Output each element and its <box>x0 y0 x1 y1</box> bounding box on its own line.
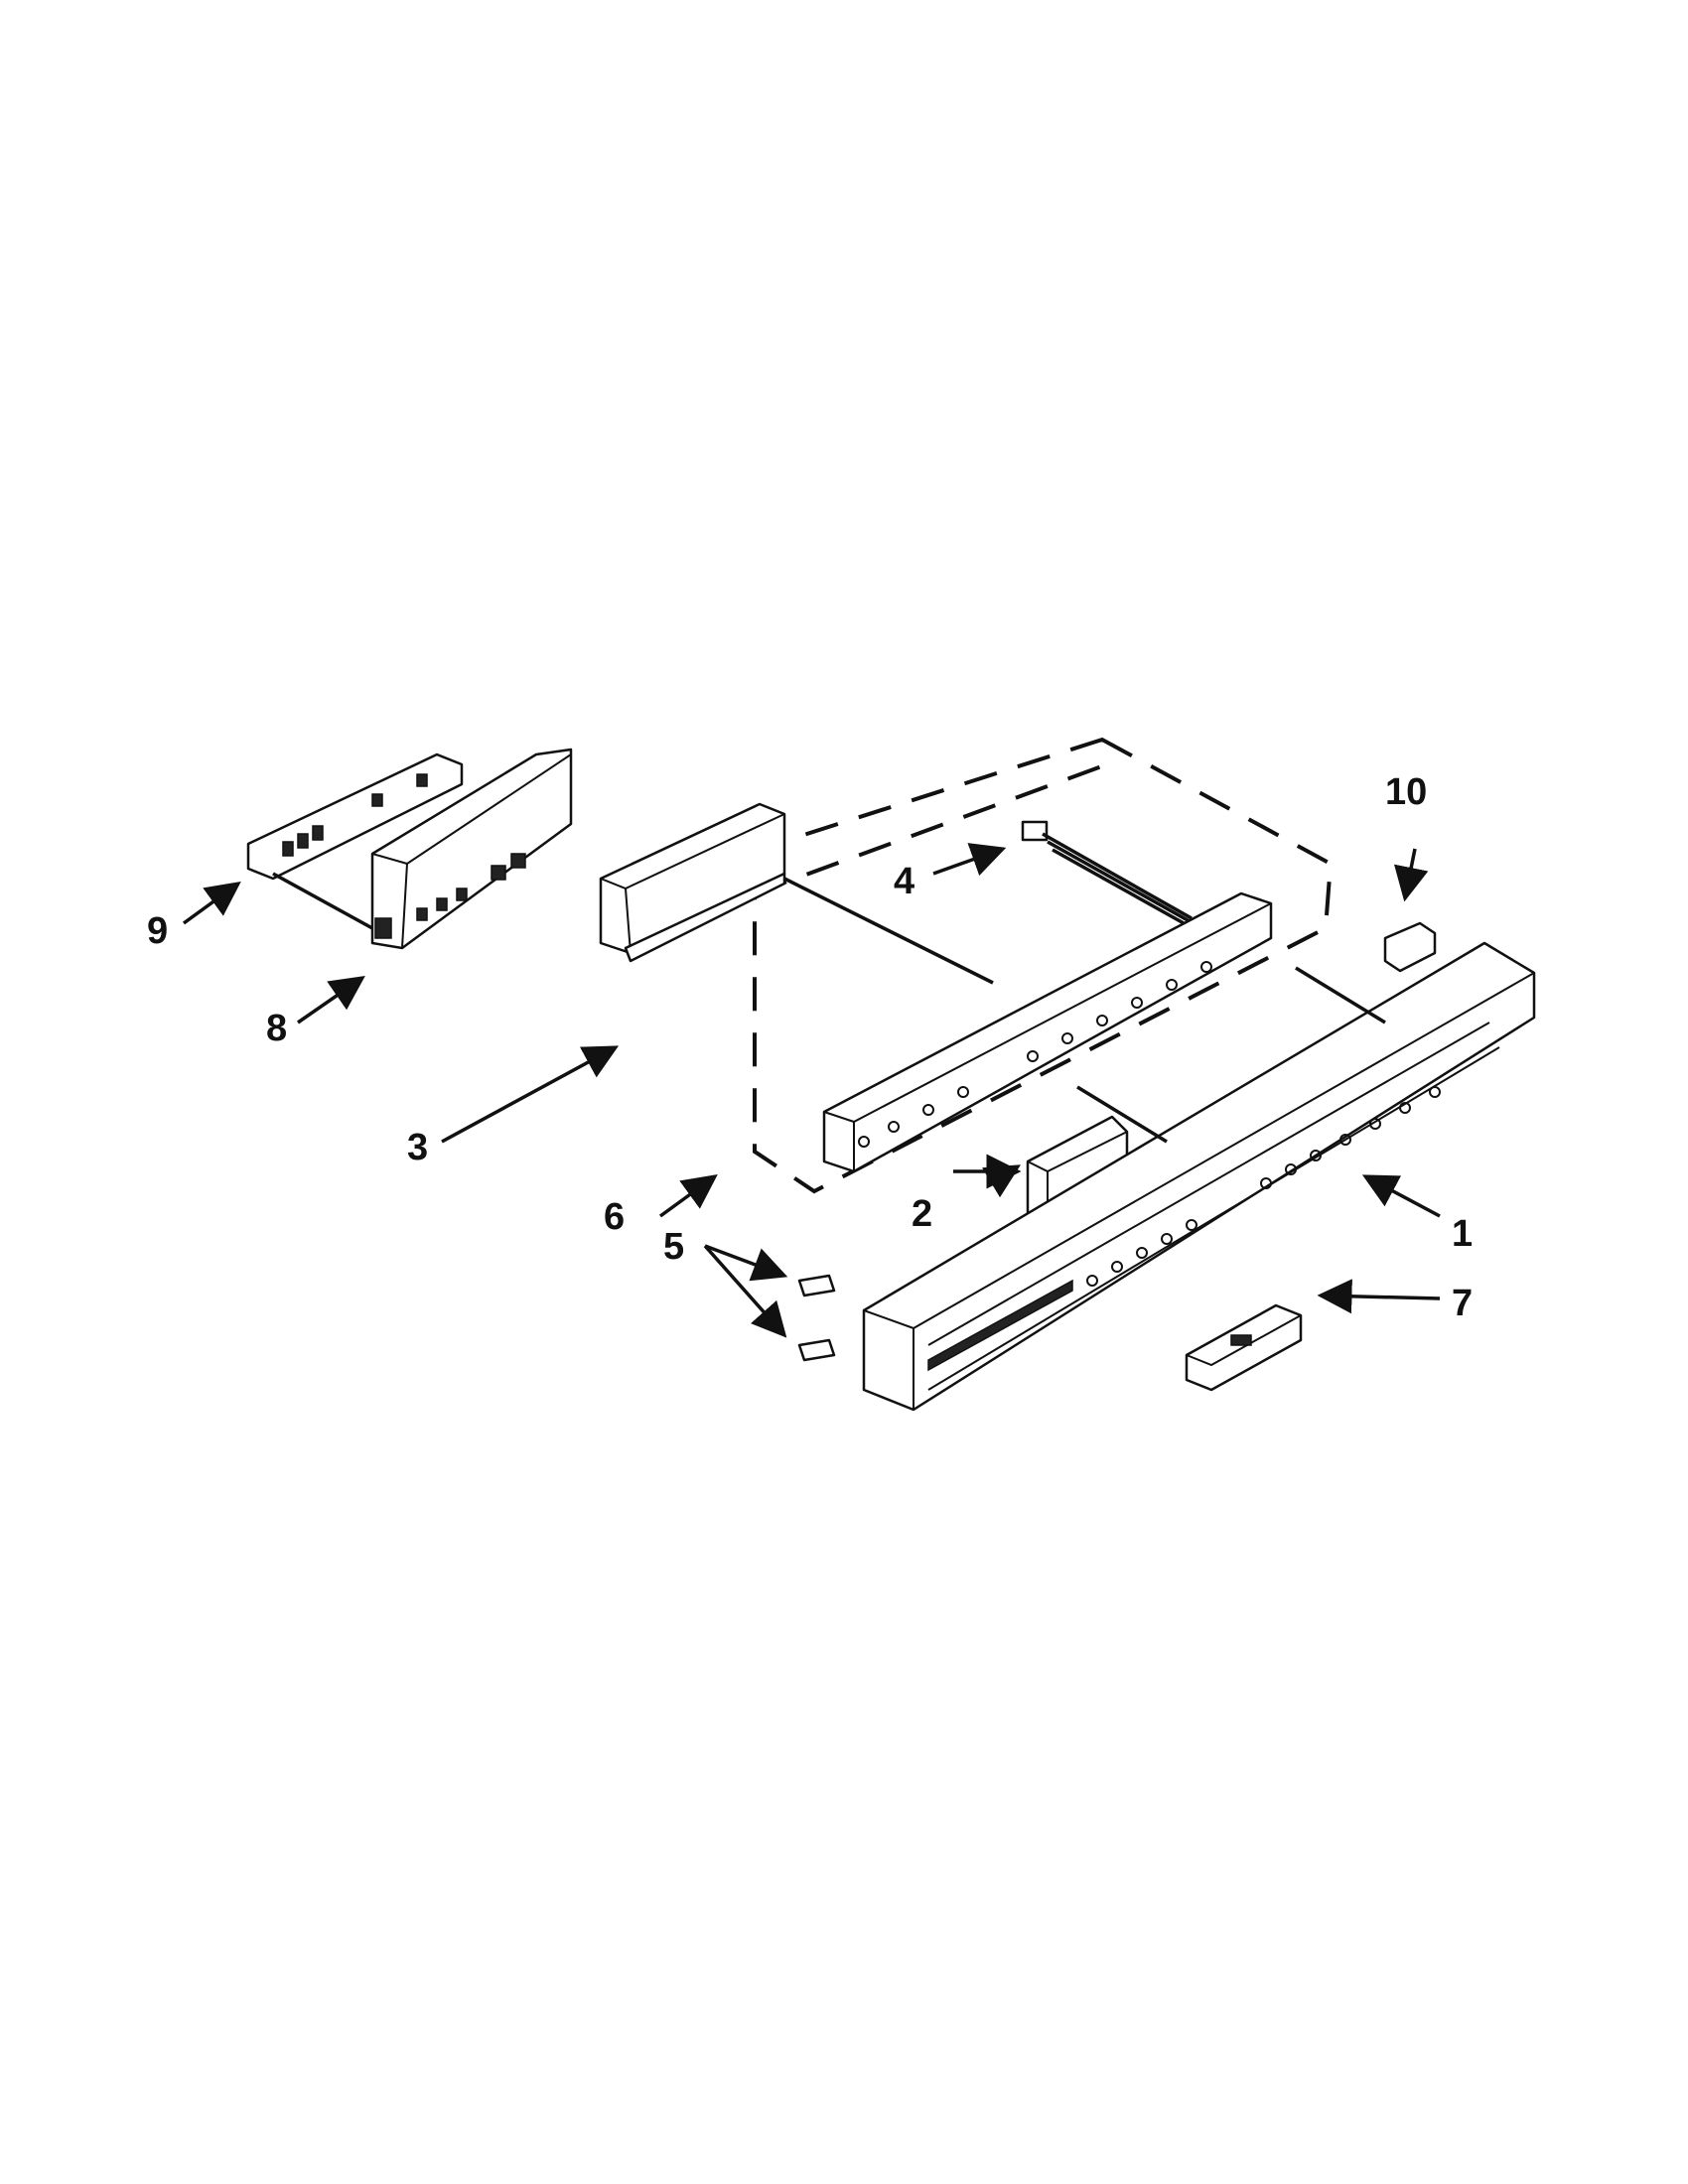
part-wire-harness <box>1021 820 1202 935</box>
part-control-board <box>370 748 573 950</box>
leader-lines <box>182 843 1441 1338</box>
part-terminal-bracket <box>246 752 464 881</box>
callout-3: 3 <box>407 1127 428 1168</box>
callout-4: 4 <box>894 861 914 902</box>
callout-8: 8 <box>266 1008 287 1049</box>
callout-2: 2 <box>912 1193 932 1235</box>
callout-5: 5 <box>663 1226 684 1268</box>
callout-6: 6 <box>604 1196 625 1238</box>
part-control-panel <box>862 941 1536 1412</box>
part-screws <box>797 1274 836 1362</box>
callout-10: 10 <box>1385 771 1427 813</box>
part-latch <box>1185 1303 1303 1392</box>
part-clip <box>1383 921 1437 973</box>
part-housing-bracket <box>599 802 786 963</box>
callout-9: 9 <box>147 910 168 952</box>
assembly-outline-dashed <box>742 737 1334 1194</box>
part-user-interface-board <box>822 891 1273 1173</box>
callout-1: 1 <box>1452 1213 1473 1255</box>
callout-7: 7 <box>1452 1283 1473 1324</box>
